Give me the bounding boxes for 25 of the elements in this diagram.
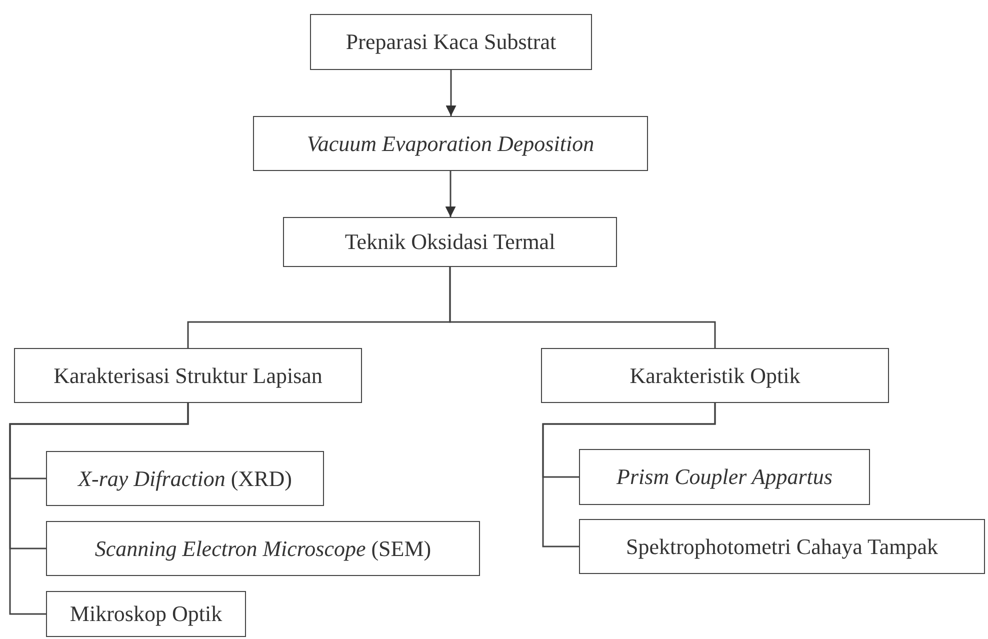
box-text: Scanning Electron Microscope (SEM) — [94, 536, 432, 562]
box-text: Teknik Oksidasi Termal — [344, 229, 556, 255]
box-text: Mikroskop Optik — [70, 601, 222, 627]
process-box — [283, 217, 617, 267]
connector-line — [9, 403, 189, 615]
connector-line — [449, 267, 716, 348]
box-text: Spektrophotometri Cahaya Tampak — [626, 534, 938, 560]
process-box — [253, 116, 648, 171]
box-text: X-ray Difraction (XRD) — [78, 466, 292, 492]
box-text: Prism Coupler Appartus — [616, 464, 832, 490]
box-text: Vacuum Evaporation Deposition — [306, 130, 594, 156]
arrow — [446, 70, 456, 116]
arrow — [445, 171, 456, 217]
box-text: Preparasi Kaca Substrat — [346, 29, 556, 55]
box-text: Karakterisasi Struktur Lapisan — [54, 362, 322, 388]
process-box — [14, 348, 362, 403]
process-box — [46, 451, 324, 506]
process-box — [46, 591, 246, 637]
process-box — [541, 348, 889, 403]
process-box — [579, 519, 985, 574]
connector-line — [542, 403, 716, 548]
process-box — [310, 14, 592, 70]
process-box — [579, 449, 870, 505]
box-text: Karakteristik Optik — [630, 362, 800, 388]
process-box — [46, 521, 480, 576]
